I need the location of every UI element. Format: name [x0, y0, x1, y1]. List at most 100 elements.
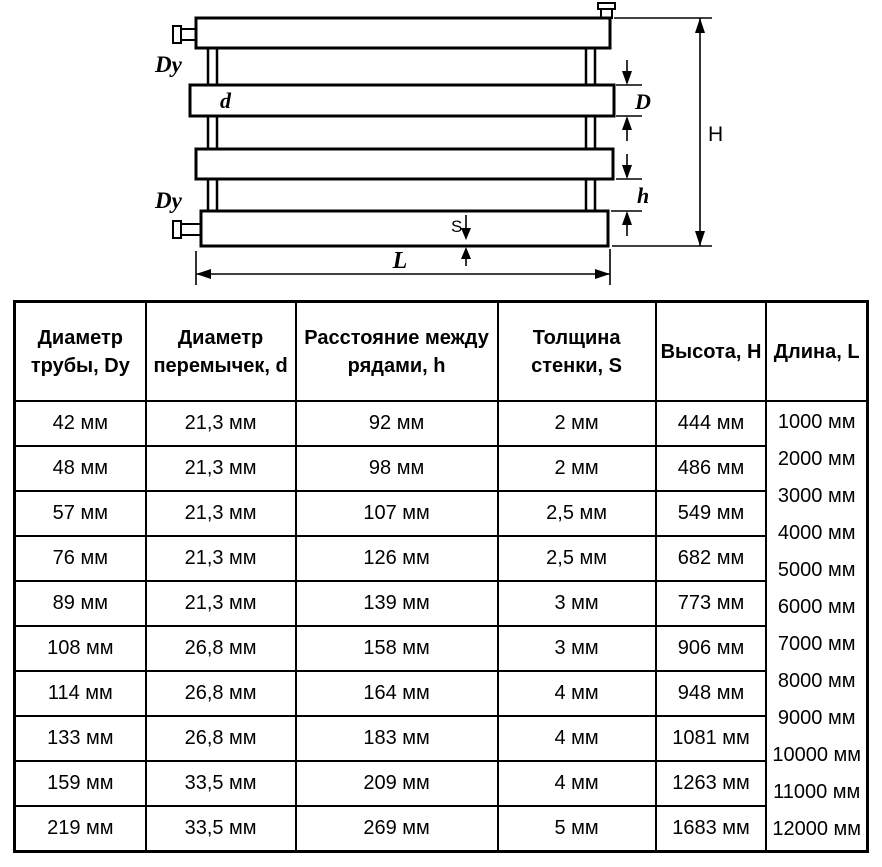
table-cell: 1081 мм	[654, 715, 768, 762]
table-cell: 26,8 мм	[144, 625, 297, 672]
table-cell: 92 мм	[294, 400, 499, 447]
table-cell: 5 мм	[496, 805, 657, 853]
length-value: 8000 мм	[777, 670, 856, 692]
table-cell: 773 мм	[654, 580, 768, 627]
table-cell: 26,8 мм	[144, 670, 297, 717]
table-cell: 107 мм	[294, 490, 499, 537]
pipe-jumpers	[206, 48, 597, 211]
header-wall-thickness: Толщина стенки, S	[496, 300, 657, 402]
label-H: H	[708, 123, 723, 146]
pipe-row-4	[199, 209, 610, 248]
outlet-stub-top-right-flange	[597, 2, 616, 10]
length-value: 4000 мм	[777, 522, 856, 544]
table-cell: 98 мм	[294, 445, 499, 492]
table-cell: 682 мм	[654, 535, 768, 582]
header-jumper-diameter: Диаметр перемычек, d	[144, 300, 297, 402]
pipes	[188, 16, 616, 248]
table-cell: 1263 мм	[654, 760, 768, 807]
table-cell: 133 мм	[13, 715, 147, 762]
stub-nozzles	[172, 2, 616, 239]
table-cell: 4 мм	[496, 670, 657, 717]
label-L: L	[392, 248, 408, 274]
length-value: 5000 мм	[777, 559, 856, 581]
dimension-L	[195, 249, 611, 285]
table-cell: 21,3 мм	[144, 445, 297, 492]
table-cell: 219 мм	[13, 805, 147, 853]
table-cell: 2 мм	[496, 400, 657, 447]
label-dy-top: Dy	[154, 52, 183, 77]
label-d: d	[220, 88, 232, 113]
table-cell: 3 мм	[496, 625, 657, 672]
table-cell: 108 мм	[13, 625, 147, 672]
header-length: Длина, L	[765, 300, 869, 402]
length-value: 3000 мм	[777, 485, 856, 507]
table-cell: 2 мм	[496, 445, 657, 492]
label-S: S	[451, 217, 462, 236]
table-cell: 269 мм	[294, 805, 499, 853]
table-cell: 2,5 мм	[496, 535, 657, 582]
table-cell: 159 мм	[13, 760, 147, 807]
table-cell: 76 мм	[13, 535, 147, 582]
pipe-row-3	[194, 147, 615, 181]
table-cell: 4 мм	[496, 760, 657, 807]
table-cell: 3 мм	[496, 580, 657, 627]
length-value: 9000 мм	[777, 707, 856, 729]
length-value: 1000 мм	[777, 411, 856, 433]
dimension-D	[616, 60, 642, 141]
table-cell: 21,3 мм	[144, 580, 297, 627]
length-value: 12000 мм	[772, 818, 861, 840]
label-dy-bottom: Dy	[154, 188, 183, 213]
table-cell: 1683 мм	[654, 805, 768, 853]
table-cell: 21,3 мм	[144, 535, 297, 582]
table-cell: 444 мм	[654, 400, 768, 447]
header-height: Высота, H	[654, 300, 768, 402]
inlet-stub-top	[180, 28, 197, 41]
table-cell: 906 мм	[654, 625, 768, 672]
table-cell: 33,5 мм	[144, 805, 297, 853]
inlet-stub-top-flange	[172, 25, 182, 44]
spec-table: Диаметр трубы, Dy Диаметр перемычек, d Р…	[13, 300, 869, 853]
table-cell: 164 мм	[294, 670, 499, 717]
table-cell: 139 мм	[294, 580, 499, 627]
table-cell: 2,5 мм	[496, 490, 657, 537]
length-value: 2000 мм	[777, 448, 856, 470]
table-cell: 89 мм	[13, 580, 147, 627]
label-D: D	[634, 89, 651, 114]
table-cell: 549 мм	[654, 490, 768, 537]
label-h: h	[637, 183, 649, 208]
table-cell: 209 мм	[294, 760, 499, 807]
inlet-stub-bottom	[180, 223, 202, 236]
table-cell: 21,3 мм	[144, 400, 297, 447]
table-cell: 26,8 мм	[144, 715, 297, 762]
inlet-stub-bottom-flange	[172, 220, 182, 239]
length-values-cell: 1000 мм 2000 мм 3000 мм 4000 мм 5000 мм 6000 …	[765, 400, 869, 853]
length-value: 11000 мм	[773, 781, 861, 803]
table-cell: 126 мм	[294, 535, 499, 582]
table-cell: 33,5 мм	[144, 760, 297, 807]
register-diagram: H D h S	[154, 2, 723, 285]
table-cell: 114 мм	[13, 670, 147, 717]
table-cell: 158 мм	[294, 625, 499, 672]
length-value: 7000 мм	[777, 633, 856, 655]
table-cell: 486 мм	[654, 445, 768, 492]
table-cell: 21,3 мм	[144, 490, 297, 537]
length-value: 10000 мм	[772, 744, 861, 766]
table-cell: 42 мм	[13, 400, 147, 447]
header-pipe-diameter: Диаметр трубы, Dy	[13, 300, 147, 402]
dimension-S	[461, 215, 471, 266]
length-value: 6000 мм	[777, 596, 856, 618]
table-cell: 183 мм	[294, 715, 499, 762]
dimension-H	[612, 17, 712, 247]
table-cell: 57 мм	[13, 490, 147, 537]
header-row-spacing: Расстояние между рядами, h	[294, 300, 499, 402]
